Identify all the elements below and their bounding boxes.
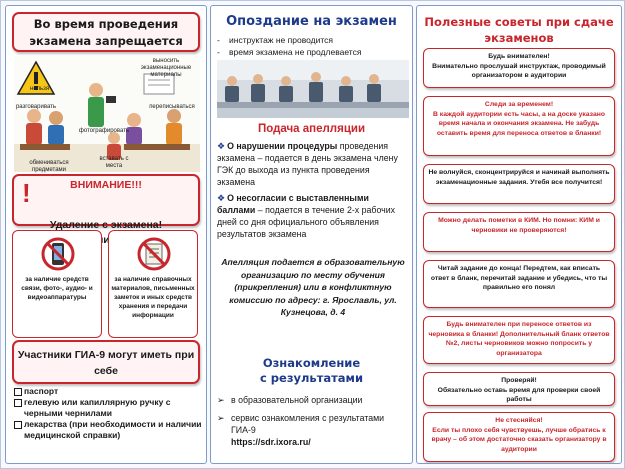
carry-item: лекарства (при необходимости и наличии м…	[14, 419, 204, 441]
forbidden-title-box: Во время проведения экзамена запрещается	[12, 12, 200, 52]
tip-head: Проверяй!	[501, 377, 537, 384]
results-item: в образовательной организации	[217, 394, 411, 406]
appeal-note: Апелляция подается в образовательную орг…	[221, 257, 405, 317]
tip-card: Можно делать пометки в КИМ. Но помни: КИ…	[423, 212, 615, 252]
ban-card-materials: за наличие справочных материалов, письме…	[108, 230, 198, 338]
tips-title: Полезные советы при сдаче экзаменов	[424, 15, 614, 45]
results-url-link[interactable]: https://sdr.ixora.ru/	[231, 437, 311, 447]
tip-text: Если ты плохо себя чувствуешь, лучше обр…	[431, 426, 607, 453]
appeal-scores-text: – подается в течение 2-х рабочих дней со…	[217, 205, 396, 239]
carry-item: гелевую или капиллярную ручку с черными …	[14, 397, 204, 419]
tip-text: В каждой аудитории есть часы, а на доске…	[433, 110, 605, 137]
tip-head: Следи за временем!	[484, 101, 554, 108]
column-appeal: Опоздание на экзамен инструктаж не прово…	[210, 5, 413, 464]
appeal-procedure: ❖О нарушении процедуры проведения экзаме…	[217, 140, 407, 188]
tip-text: Внимательно прослушай инструктаж, провод…	[432, 62, 606, 80]
exam-hall-photo	[217, 60, 409, 118]
results-title-line2: с результатами	[259, 371, 364, 385]
appeal-procedure-text: проведения экзамена – подается в день эк…	[217, 141, 398, 187]
results-title-line1: Ознакомление	[262, 356, 361, 370]
tip-text: Будь внимателен при переносе ответов из …	[428, 321, 610, 357]
tip-card: Следи за временем! В каждой аудитории ес…	[423, 96, 615, 156]
column-tips: Полезные советы при сдаче экзаменов Будь…	[416, 5, 622, 464]
tip-text: Читай задание до конца! Передтем, как вп…	[430, 265, 608, 291]
results-list-1: в образовательной организации	[217, 394, 411, 406]
exclamation-icon: !	[22, 178, 31, 208]
warning-removal: Удаление с экзамена!	[49, 219, 163, 231]
tip-card: Не стесняйся! Если ты плохо себя чувству…	[423, 412, 615, 462]
forbidden-title-line2: экзамена запрещается	[29, 34, 183, 48]
diamond-bullet-icon: ❖	[217, 193, 226, 203]
no-notes-icon	[137, 237, 171, 271]
carry-list: паспорт гелевую или капиллярную ручку с …	[14, 386, 204, 441]
tip-card: Будь внимателен! Внимательно прослушай и…	[423, 48, 615, 88]
write-label: переписываться	[149, 104, 195, 110]
photo-label: фотографировать	[78, 128, 130, 134]
ban-card-materials-text: за наличие справочных материалов, письме…	[111, 276, 195, 319]
appeal-scores: ❖О несогласии с выставленными баллами – …	[217, 192, 407, 240]
sign-label: нельзя	[30, 86, 50, 92]
tip-card: Будь внимателен при переносе ответов из …	[423, 316, 615, 364]
column-rules: Во время проведения экзамена запрещается	[5, 5, 207, 464]
results-item: сервис ознакомления с результатами ГИА-9…	[217, 412, 411, 448]
carry-title-box: Участники ГИА-9 могут иметь при себе	[12, 340, 200, 384]
take-materials-label: выносить экзаменационные материалы	[140, 58, 192, 78]
results-service-text: сервис ознакомления с результатами ГИА-9	[231, 413, 385, 435]
forbidden-actions-illustration: нельзя разговаривать фотографировать вын…	[14, 56, 200, 173]
exchange-label: обмениваться предметами	[29, 160, 69, 173]
forbidden-title-line1: Во время проведения	[33, 17, 179, 31]
late-item: инструктаж не проводится	[217, 34, 361, 46]
tip-text: Не волнуйся, сконцентрируйся и начинай в…	[428, 169, 610, 186]
late-title: Опоздание на экзамен	[226, 14, 397, 29]
ban-card-devices: за наличие средств связи, фото-, аудио- …	[12, 230, 102, 338]
warning-box: ! ВНИМАНИЕ!!! Удаление с экзамена! Аннул…	[12, 174, 200, 246]
ban-card-devices-text: за наличие средств связи, фото-, аудио- …	[21, 276, 93, 301]
diamond-bullet-icon: ❖	[217, 141, 226, 151]
late-item: время экзамена не продлевается	[217, 46, 361, 58]
carry-item: паспорт	[14, 386, 204, 397]
tip-card: Не волнуйся, сконцентрируйся и начинай в…	[423, 164, 615, 204]
appeal-title: Подача апелляции	[257, 123, 366, 135]
tip-card: Читай задание до конца! Передтем, как вп…	[423, 260, 615, 308]
results-title: Ознакомление с результатами	[211, 356, 412, 386]
late-list: инструктаж не проводится время экзамена …	[217, 34, 361, 58]
talk-label: разговаривать	[15, 104, 57, 110]
tip-text: Можно делать пометки в КИМ. Но помни: КИ…	[438, 217, 600, 234]
tip-card: Проверяй! Обязательно оставь время для п…	[423, 372, 615, 406]
carry-title: Участники ГИА-9 могут иметь при себе	[17, 349, 195, 377]
standup-label: вставать с места	[99, 156, 129, 169]
appeal-procedure-bold: О нарушении процедуры	[227, 141, 338, 151]
tip-text: Обязательно оставь время для проверки св…	[437, 386, 601, 404]
warning-title: ВНИМАНИЕ!!!	[70, 179, 142, 191]
tip-head: Не стесняйся!	[495, 417, 543, 424]
tip-head: Будь внимателен!	[488, 53, 550, 60]
appeal-scores-bold: О несогласии с выставленными баллами	[217, 193, 369, 215]
no-phone-icon	[41, 237, 75, 271]
classroom-scene-image	[14, 56, 200, 172]
results-list-2: сервис ознакомления с результатами ГИА-9…	[217, 412, 411, 448]
